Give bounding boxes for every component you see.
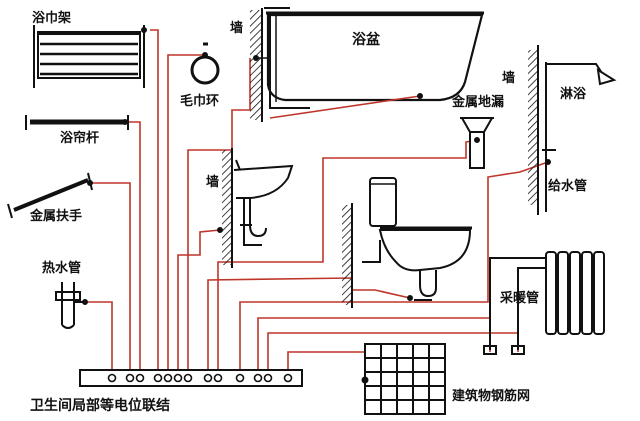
hot-water-pipe — [55, 282, 88, 329]
label-curtain-rod: 浴帘杆 — [60, 130, 99, 146]
label-wall-tub: 墙 — [230, 20, 243, 36]
towel-rack — [33, 25, 147, 88]
wire-shower — [239, 161, 549, 372]
label-grab-bar: 金属扶手 — [29, 208, 82, 224]
wire-grab-bar — [90, 182, 131, 372]
shower-assembly — [528, 45, 617, 215]
wire-towel-ring — [167, 54, 205, 372]
toilet-assembly — [342, 177, 472, 308]
wire-floor-drain — [217, 139, 478, 372]
label-shower: 淋浴 — [560, 86, 587, 102]
wire-towel-rack — [150, 29, 159, 372]
label-wall-sink: 墙 — [206, 174, 219, 190]
wire-sink — [177, 229, 221, 372]
label-heating-pipe: 采暖管 — [499, 290, 539, 306]
curtain-rod — [25, 115, 129, 130]
bonding-terminal-box — [79, 369, 303, 387]
label-hot-water-pipe: 热水管 — [42, 260, 81, 276]
label-rebar-mesh: 建筑物钢筋网 — [452, 388, 530, 404]
grab-bar — [7, 172, 93, 219]
wire-hot-water — [85, 301, 113, 372]
sink-assembly — [217, 148, 294, 268]
label-supply-pipe: 给水管 — [548, 178, 587, 194]
label-towel-ring: 毛巾环 — [180, 93, 219, 109]
label-wall-shower: 墙 — [502, 70, 515, 86]
rebar-mesh — [361, 343, 446, 415]
floor-drain — [460, 117, 494, 169]
radiator — [483, 251, 605, 355]
label-towel-rack: 浴巾架 — [32, 10, 71, 26]
towel-ring — [190, 42, 220, 85]
label-bathtub: 浴盆 — [352, 31, 381, 48]
label-bonding-box: 卫生间局部等电位联结 — [30, 397, 170, 414]
label-floor-drain: 金属地漏 — [451, 94, 504, 110]
wire-curtain-rod — [125, 121, 141, 372]
bathtub-assembly — [250, 7, 484, 122]
